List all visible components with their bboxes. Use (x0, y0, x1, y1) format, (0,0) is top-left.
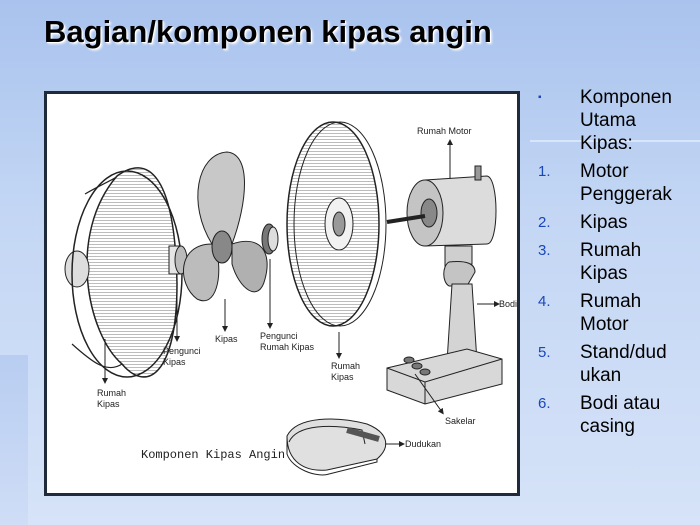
item-text: Motor (580, 161, 629, 182)
arrow (414, 373, 444, 415)
fan-diagram-figure: Rumah Motor Bodi Rumah Kipas Pengunci Ki… (44, 91, 520, 496)
item-number: 6. (538, 395, 551, 412)
guard-lock-drawing (261, 223, 279, 255)
label-pengunci-rumah-2: Rumah Kipas (260, 342, 315, 352)
item-number: 1. (538, 163, 551, 180)
label-rumah-kipas-back-2: Kipas (331, 372, 354, 382)
list-item: 3. Rumah Kipas (538, 239, 698, 285)
list-item: 2. Kipas (538, 211, 698, 234)
item-number: 5. (538, 344, 551, 361)
figure-caption: Komponen Kipas Angin (141, 448, 285, 462)
list-item: 5. Stand/dud ukan (538, 341, 698, 387)
list-header: ▪ Komponen Utama Kipas: (538, 86, 698, 155)
label-pengunci-kipas-2: Kipas (163, 357, 186, 367)
label-rumah-kipas-front-2: Kipas (97, 399, 120, 409)
label-pengunci-kipas-1: Pengunci (163, 346, 201, 356)
item-number: 2. (538, 214, 551, 231)
front-guard-drawing (64, 167, 183, 378)
item-text: Rumah (580, 291, 642, 312)
item-text: Stand/dud (580, 342, 667, 363)
label-sakelar: Sakelar (445, 416, 476, 426)
label-dudukan: Dudukan (405, 439, 441, 449)
blade-drawing (183, 151, 268, 302)
bullet-marker: ▪ (538, 92, 542, 103)
list-item: 1. Motor Penggerak (538, 160, 698, 206)
list-header-line: Kipas: (580, 133, 633, 154)
decorative-line (530, 140, 700, 142)
fan-exploded-diagram: Rumah Motor Bodi Rumah Kipas Pengunci Ki… (64, 121, 517, 476)
slide-title: Bagian/komponen kipas angin (44, 14, 492, 49)
label-bodi: Bodi (499, 299, 517, 309)
decorative-band (0, 355, 28, 525)
list-header-line: Komponen (580, 87, 672, 108)
item-number: 3. (538, 242, 551, 259)
label-rumah-motor: Rumah Motor (417, 126, 472, 136)
label-rumah-kipas-back-1: Rumah (331, 361, 360, 371)
component-list: ▪ Komponen Utama Kipas: 1. Motor Pengger… (538, 86, 698, 443)
item-text: Rumah (580, 240, 642, 261)
label-kipas: Kipas (215, 334, 238, 344)
item-text: casing (580, 416, 635, 437)
base-drawing (286, 418, 387, 476)
item-text: ukan (580, 365, 622, 386)
list-header-line: Utama (580, 110, 636, 131)
label-rumah-kipas-front-1: Rumah (97, 388, 126, 398)
item-text: Kipas (580, 263, 628, 284)
item-text: Bodi atau (580, 393, 661, 414)
item-text: Motor (580, 314, 629, 335)
item-text: Penggerak (580, 184, 672, 205)
body-stand-drawing (386, 245, 503, 405)
item-number: 4. (538, 293, 551, 310)
label-pengunci-rumah-1: Pengunci (260, 331, 298, 341)
rear-guard-drawing (286, 121, 387, 327)
motor-housing-drawing (386, 165, 497, 247)
list-item: 6. Bodi atau casing (538, 392, 698, 438)
item-text: Kipas (580, 212, 628, 233)
list-item: 4. Rumah Motor (538, 290, 698, 336)
